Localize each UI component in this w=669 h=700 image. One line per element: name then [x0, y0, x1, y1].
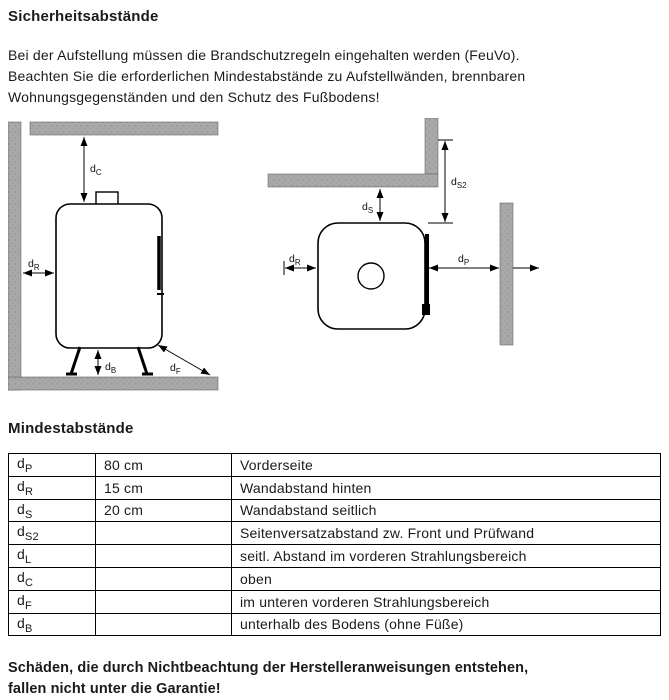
- value-cell: [95, 589, 232, 614]
- dim-label-dr-top: dR: [289, 253, 301, 267]
- symbol-cell: dP: [8, 453, 96, 477]
- value-cell: [95, 612, 232, 637]
- page-title: Sicherheitsabstände: [8, 8, 159, 25]
- dim-label-dr: dR: [28, 258, 40, 272]
- front-rear-wall: [7, 121, 22, 391]
- clearance-diagrams: dC dR dB dF: [7, 117, 661, 408]
- table-row: dP 80 cm Vorderseite: [8, 453, 661, 477]
- description-cell: oben: [231, 566, 661, 591]
- symbol-cell: dS: [8, 498, 96, 523]
- clearance-table: dP 80 cm Vorderseite dR 15 cm Wandabstan…: [8, 453, 661, 637]
- description-cell: im unteren vorderen Strahlungsbereich: [231, 589, 661, 614]
- symbol-cell: dF: [8, 589, 96, 614]
- dim-label-dc: dC: [90, 163, 102, 177]
- symbol-cell: dB: [8, 612, 96, 637]
- symbol-cell: dS2: [8, 521, 96, 546]
- stove-leg-left: [69, 346, 82, 375]
- top-offset-wall: [424, 117, 439, 175]
- warning-line: fallen nicht unter die Garantie!: [8, 681, 221, 698]
- stove-leg-right: [136, 346, 149, 375]
- warning-line: Schäden, die durch Nichtbeachtung der He…: [8, 660, 529, 677]
- stove-body-front: [55, 203, 163, 349]
- dim-label-ds: dS: [362, 201, 373, 215]
- front-view-diagram: dC dR dB dF: [7, 121, 219, 391]
- description-cell: unterhalb des Bodens (ohne Füße): [231, 612, 661, 637]
- intro-line: Wohnungsgegenständen und den Schutz des …: [8, 89, 380, 105]
- value-cell: [95, 544, 232, 568]
- value-cell: 20 cm: [95, 498, 232, 523]
- dim-label-db: dB: [105, 361, 116, 375]
- intro-line: Bei der Aufstellung müssen die Brandschu…: [8, 47, 520, 63]
- table-row: dF im unteren vorderen Strahlungsbereich: [8, 589, 661, 614]
- table-row: dC oben: [8, 566, 661, 591]
- description-cell: Wandabstand hinten: [231, 475, 661, 500]
- symbol-cell: dC: [8, 566, 96, 591]
- table-row: dS2 Seitenversatzabstand zw. Front und P…: [8, 521, 661, 546]
- table-row: dS 20 cm Wandabstand seitlich: [8, 498, 661, 523]
- description-cell: Seitenversatzabstand zw. Front und Prüfw…: [231, 521, 661, 546]
- dim-arrow-df: [157, 344, 211, 376]
- description-cell: Vorderseite: [231, 453, 661, 477]
- top-test-wall: [499, 202, 514, 346]
- section-title-mindestabstaende: Mindestabstände: [8, 420, 134, 437]
- symbol-cell: dL: [8, 544, 96, 568]
- warranty-warning: Schäden, die durch Nichtbeachtung der He…: [8, 658, 661, 700]
- stove-flue-circle: [357, 262, 385, 290]
- symbol-cell: dR: [8, 475, 96, 500]
- top-side-wall: [267, 173, 439, 188]
- intro-line: Beachten Sie die erforderlichen Mindesta…: [8, 68, 526, 84]
- front-floor: [7, 376, 219, 391]
- table-row: dL seitl. Abstand im vorderen Strahlungs…: [8, 544, 661, 568]
- value-cell: 80 cm: [95, 453, 232, 477]
- description-cell: seitl. Abstand im vorderen Strahlungsber…: [231, 544, 661, 568]
- description-cell: Wandabstand seitlich: [231, 498, 661, 523]
- dim-label-ds2: dS2: [451, 176, 467, 190]
- table-row: dR 15 cm Wandabstand hinten: [8, 475, 661, 500]
- dim-label-dp: dP: [458, 253, 469, 267]
- stove-flue-stub: [95, 191, 119, 206]
- intro-paragraph: Bei der Aufstellung müssen die Brandschu…: [8, 45, 661, 108]
- value-cell: [95, 521, 232, 546]
- top-view-diagram: dS dS2 dR dP: [267, 117, 539, 346]
- front-top-wall: [29, 121, 219, 136]
- value-cell: [95, 566, 232, 591]
- dim-label-df: dF: [170, 362, 181, 376]
- table-row: dB unterhalb des Bodens (ohne Füße): [8, 612, 661, 637]
- clearance-diagram-svg: dC dR dB dF: [7, 117, 539, 391]
- value-cell: 15 cm: [95, 475, 232, 500]
- stove-door-hinge: [422, 304, 430, 315]
